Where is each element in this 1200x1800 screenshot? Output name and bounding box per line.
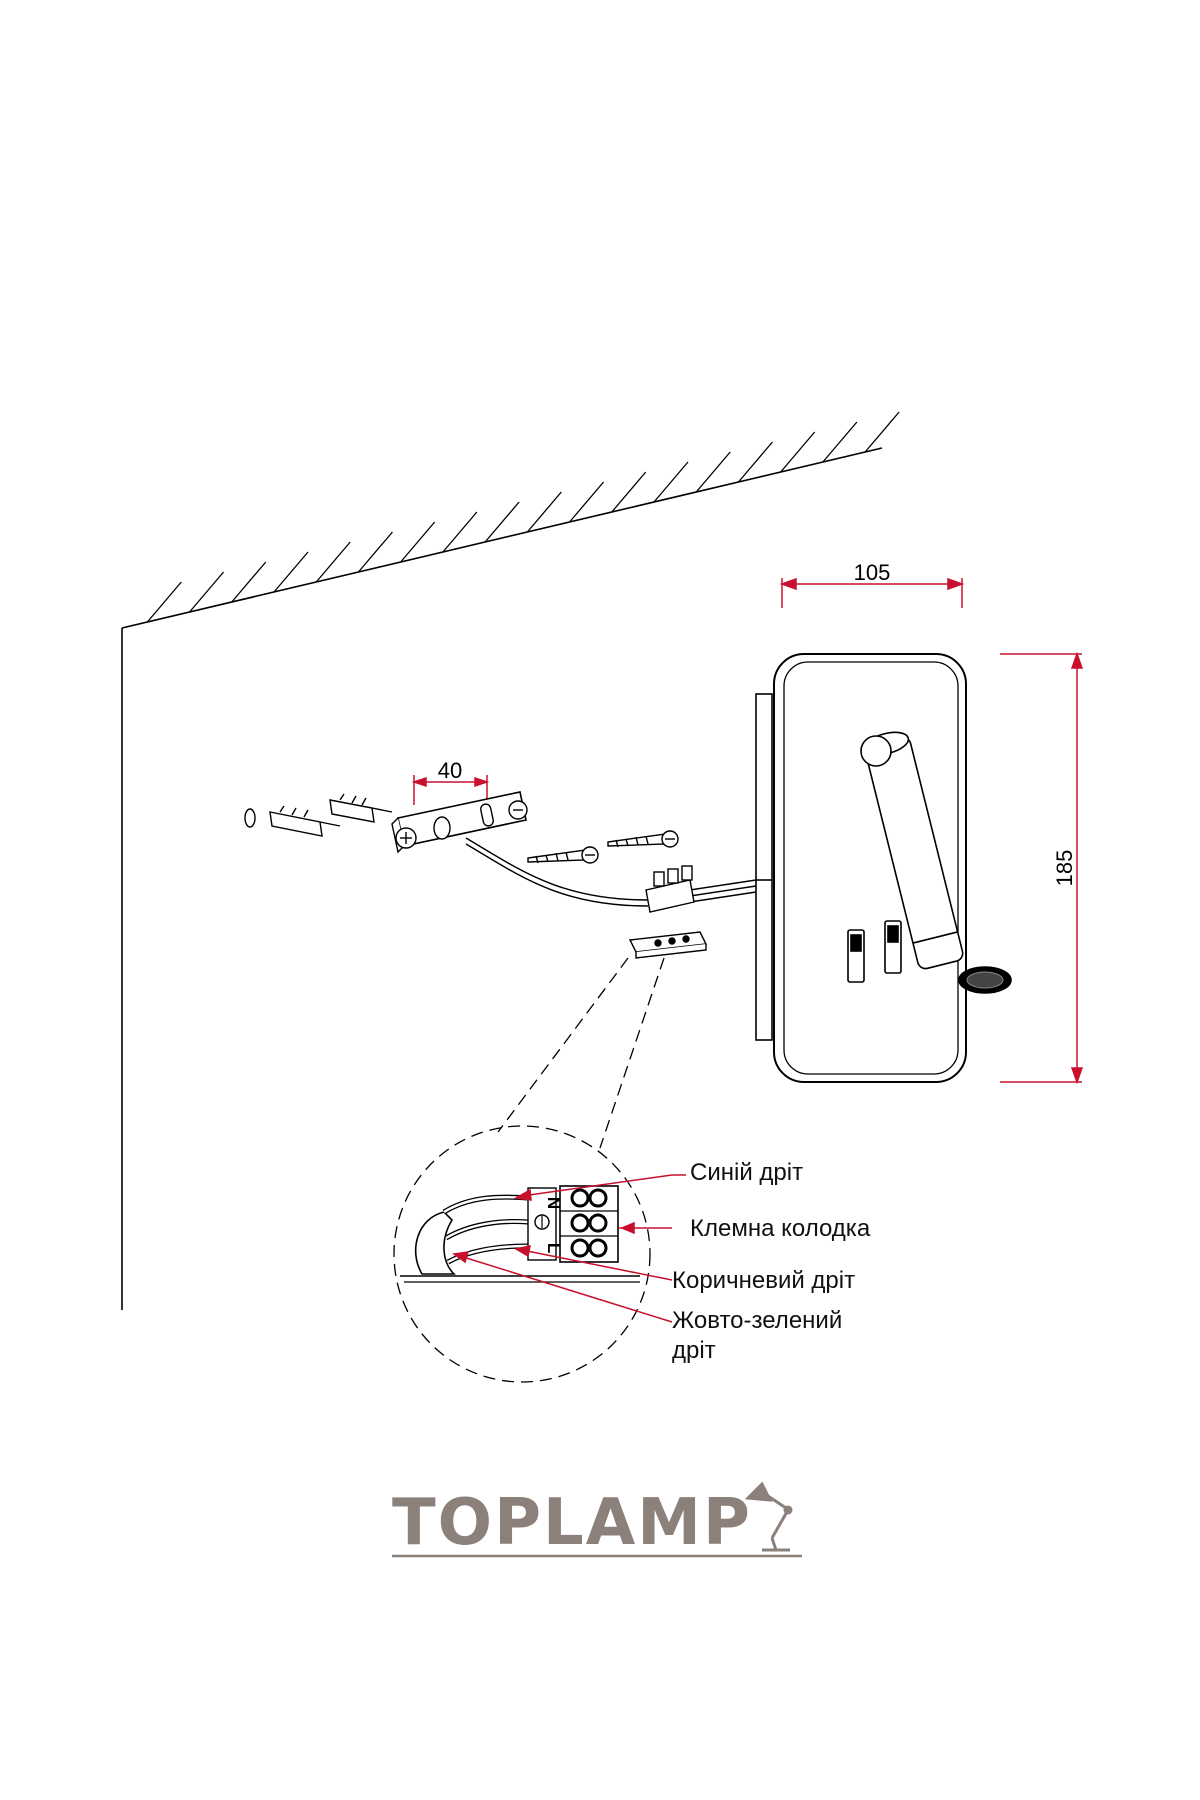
wall-dowel [269, 805, 341, 837]
wall-dowel [329, 793, 393, 823]
detail-callout-lines [393, 957, 665, 1383]
wall-lamp [755, 653, 1012, 1083]
label-brown-wire: Коричневий дріт [672, 1267, 855, 1294]
power-cable [465, 837, 757, 907]
ceiling-hatch-mark [864, 411, 900, 453]
label-terminal-block: Клемна колодка [690, 1215, 871, 1242]
ceiling-hatch-mark [484, 501, 520, 543]
rocker-switch-left [847, 929, 865, 983]
rocker-switch-right [884, 920, 902, 974]
ceiling-hatch-mark [780, 431, 816, 473]
ceiling-hatch-mark [822, 421, 858, 463]
terminal-label-l: L [544, 1243, 563, 1253]
width-dimension-label: 105 [854, 560, 891, 585]
ceiling-hatch-mark [146, 581, 182, 623]
label-yellow-green-wire-line2: дріт [672, 1337, 716, 1364]
label-blue-wire: Синій дріт [690, 1159, 803, 1186]
ceiling-hatch-mark [315, 541, 351, 583]
dimension-bracket [411, 775, 490, 805]
ceiling-hatch-mark [737, 441, 773, 483]
arm-pivot [860, 735, 892, 767]
toplamp-logo: TOPLAMP [392, 1481, 802, 1560]
ceiling-hatch-mark [526, 491, 562, 533]
ceiling-hatch-mark [357, 531, 393, 573]
terminal-connector [645, 865, 695, 913]
dimension-width [779, 577, 965, 608]
ceiling-hatch-mark [442, 511, 478, 553]
ceiling-hatch-mark [569, 481, 605, 523]
ceiling-hatch-mark [611, 471, 647, 513]
brand-wordmark: TOPLAMP [392, 1486, 752, 1560]
ceiling-hatch-mark [273, 551, 309, 593]
mounting-bracket [391, 791, 528, 854]
leader-lines [452, 1174, 686, 1323]
wall-ceiling [121, 411, 900, 1310]
ceiling-hatch-mark [695, 451, 731, 493]
height-dimension-label: 185 [1052, 850, 1077, 887]
ceiling-hatch-mark [653, 461, 689, 503]
mounting-screw [527, 846, 599, 864]
desk-lamp-icon [744, 1481, 793, 1552]
drill-hole [244, 808, 256, 828]
mounting-screw [607, 830, 679, 848]
bracket-dimension-label: 40 [438, 758, 462, 783]
ceiling-hatch-mark [189, 571, 225, 613]
label-yellow-green-wire: Жовто-зелений [672, 1307, 842, 1334]
terminal-label-n: N [544, 1197, 563, 1209]
mounting-hardware [244, 791, 679, 864]
ceiling-hatch-mark [400, 521, 436, 563]
detail-magnified-terminal [400, 1185, 640, 1283]
dimension-height [1000, 651, 1084, 1085]
ceiling-hatch [146, 411, 900, 623]
ceiling-hatch-mark [231, 561, 267, 603]
terminal-plate [628, 931, 708, 959]
